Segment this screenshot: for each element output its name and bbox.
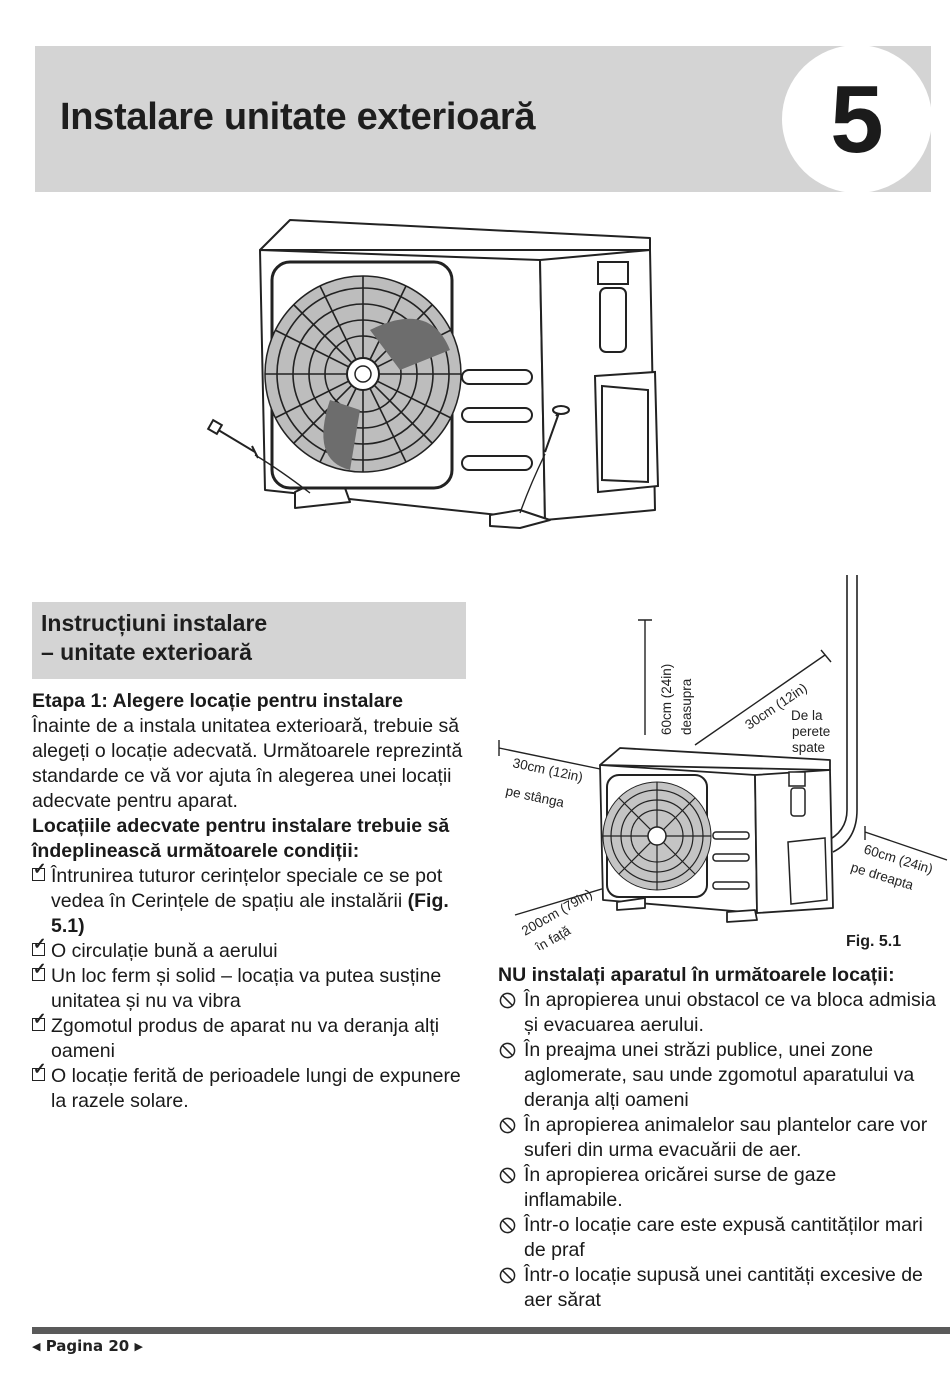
left-position-label: pe stânga — [504, 783, 566, 810]
condition-text: O circulație bună a aerului — [51, 940, 278, 962]
header-band — [35, 46, 931, 192]
chapter-badge — [782, 45, 932, 193]
list-item: În apropierea oricărei surse de gaze inf… — [498, 1163, 938, 1213]
checkmark-icon: ✓ — [33, 961, 47, 978]
prohibited-icon — [499, 1042, 516, 1059]
section-band — [32, 602, 466, 679]
list-item: În preajma unei străzi publice, unei zon… — [498, 1038, 938, 1113]
checkbox-icon — [32, 943, 45, 956]
avoid-text: Într-o locație care este expusă cantităț… — [524, 1214, 923, 1261]
prohibited-icon — [499, 1267, 516, 1284]
checkmark-icon: ✓ — [33, 1061, 47, 1078]
checkbox-icon — [32, 868, 45, 881]
previous-page-icon[interactable]: ◀ — [32, 1340, 41, 1353]
checkmark-icon: ✓ — [33, 936, 47, 953]
conditions-heading: Locațiile adecvate pentru instalare treb… — [32, 815, 450, 862]
condition-text: Un loc ferm și solid – locația va putea … — [51, 965, 442, 1012]
list-item: ✓ Întrunirea tuturor cerințelor speciale… — [32, 861, 472, 939]
page-number: Pagina 20 — [45, 1337, 130, 1355]
back-label-1: De la — [791, 708, 823, 723]
list-item: ✓ O locație ferită de perioadele lungi d… — [32, 1061, 472, 1114]
footer-rule — [32, 1327, 950, 1334]
step-title: Etapa 1: Alegere locație pentru instalar… — [32, 690, 403, 712]
list-item: ✓ O circulație bună a aerului — [32, 936, 472, 964]
figure-reference: (Fig. 5.1) — [51, 890, 449, 937]
left-column: Etapa 1: Alegere locație pentru instalar… — [32, 689, 472, 1114]
prohibited-icon — [499, 1217, 516, 1234]
list-item: Într-o locație care este expusă cantităț… — [498, 1213, 938, 1263]
list-item: În apropierea unui obstacol ce va bloca … — [498, 988, 938, 1038]
checkbox-icon — [32, 1068, 45, 1081]
footer: ◀ Pagina 20 ▶ — [32, 1337, 143, 1355]
avoid-text: În apropierea oricărei surse de gaze inf… — [524, 1164, 837, 1211]
condition-text: Întrunirea tuturor cerințelor speciale c… — [51, 865, 443, 912]
checkbox-icon — [32, 1018, 45, 1031]
checkbox-icon — [32, 968, 45, 981]
section-title: Instrucțiuni instalare – unitate exterio… — [41, 609, 267, 667]
prohibited-icon — [499, 992, 516, 1009]
section-title-line1: Instrucțiuni instalare — [41, 610, 268, 636]
intro-paragraph: Înainte de a instala unitatea exterioară… — [32, 715, 463, 812]
chapter-number: 5 — [830, 66, 884, 173]
list-item: ✓ Un loc ferm și solid – locația va pute… — [32, 961, 472, 1014]
next-page-icon[interactable]: ▶ — [134, 1340, 143, 1353]
condition-text: Zgomotul produs de aparat nu va deranja … — [51, 1015, 440, 1062]
section-title-line2: – unitate exterioară — [41, 639, 252, 665]
left-distance-label: 30cm (12in) — [511, 755, 584, 784]
top-position-label: deasupra — [679, 678, 694, 735]
list-item: În apropierea animalelor sau plantelor c… — [498, 1113, 938, 1163]
outdoor-unit-illustration — [206, 219, 660, 529]
prohibited-icon — [499, 1117, 516, 1134]
checkmark-icon: ✓ — [33, 1011, 47, 1028]
right-column: NU instalați aparatul în următoarele loc… — [498, 963, 938, 1313]
back-label-2: perete — [792, 724, 830, 739]
condition-text: O locație ferită de perioadele lungi de … — [51, 1065, 461, 1112]
prohibited-icon — [499, 1167, 516, 1184]
page-title: Instalare unitate exterioară — [60, 96, 536, 138]
avoid-text: În preajma unei străzi publice, unei zon… — [524, 1039, 915, 1111]
figure-caption: Fig. 5.1 — [846, 933, 902, 950]
avoid-text: În apropierea animalelor sau plantelor c… — [524, 1114, 928, 1161]
list-item: Într-o locație supusă unei cantități exc… — [498, 1263, 938, 1313]
clearance-diagram: 60cm (24in) deasupra 30cm (12in) De la p… — [498, 575, 948, 950]
back-label-3: spate — [792, 740, 825, 755]
list-item: ✓ Zgomotul produs de aparat nu va deranj… — [32, 1011, 472, 1064]
avoid-heading: NU instalați aparatul în următoarele loc… — [498, 964, 895, 986]
checkmark-icon: ✓ — [33, 861, 47, 878]
avoid-text: Într-o locație supusă unei cantități exc… — [524, 1264, 923, 1311]
top-distance-label: 60cm (24in) — [659, 664, 674, 735]
avoid-text: În apropierea unui obstacol ce va bloca … — [524, 989, 936, 1036]
